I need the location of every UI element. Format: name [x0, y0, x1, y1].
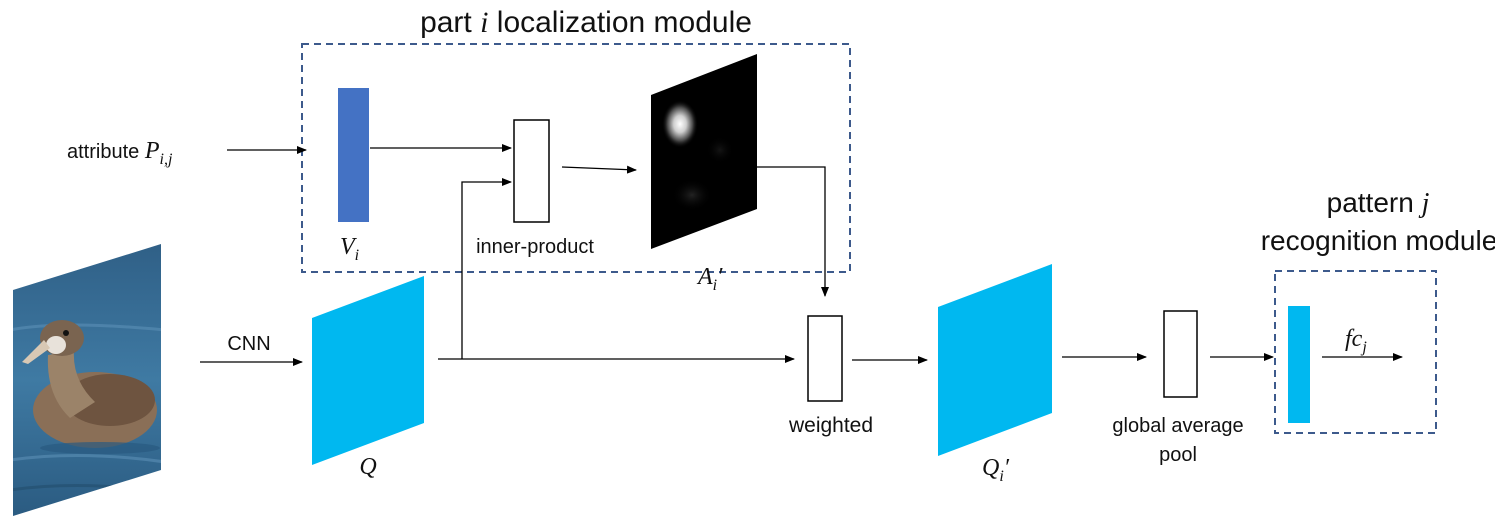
recognition-module-title-line2: recognition module [1261, 225, 1495, 256]
cnn-label: CNN [227, 333, 270, 355]
arrow-q-to-inner-product [461, 178, 512, 359]
weighted-label: weighted [788, 414, 873, 437]
feature-map-q [312, 276, 424, 465]
recognition-module-box [1274, 270, 1437, 434]
attention-map-label: Ai′ [696, 264, 723, 294]
q-label: Q [359, 454, 376, 480]
v-label: Vi [340, 234, 359, 264]
global-average-pool-box [1163, 310, 1198, 398]
fc-vector-bar [1288, 306, 1310, 423]
recognition-module-title-line1: pattern j [1327, 187, 1430, 219]
localization-module-box [301, 43, 851, 273]
attribute-label: attribute Pi,j [67, 138, 173, 168]
attention-heatmap-image [651, 54, 757, 249]
fc-label: fcj [1345, 326, 1367, 356]
localization-module-title: part i localization module [420, 6, 752, 39]
gap-label-line2: pool [1159, 444, 1197, 466]
arrow-attention-to-weighted [757, 166, 829, 297]
feature-map-qi [938, 264, 1052, 456]
inner-product-label: inner-product [476, 236, 594, 258]
attribute-vector-bar [338, 88, 369, 222]
weighted-box [807, 315, 843, 402]
albatross-on-water-image [13, 244, 161, 516]
inner-product-box [513, 119, 550, 223]
qi-label: Qi′ [982, 455, 1010, 485]
gap-label-line1: global average [1112, 415, 1243, 437]
arrow-inner-product-to-attention [561, 165, 637, 174]
